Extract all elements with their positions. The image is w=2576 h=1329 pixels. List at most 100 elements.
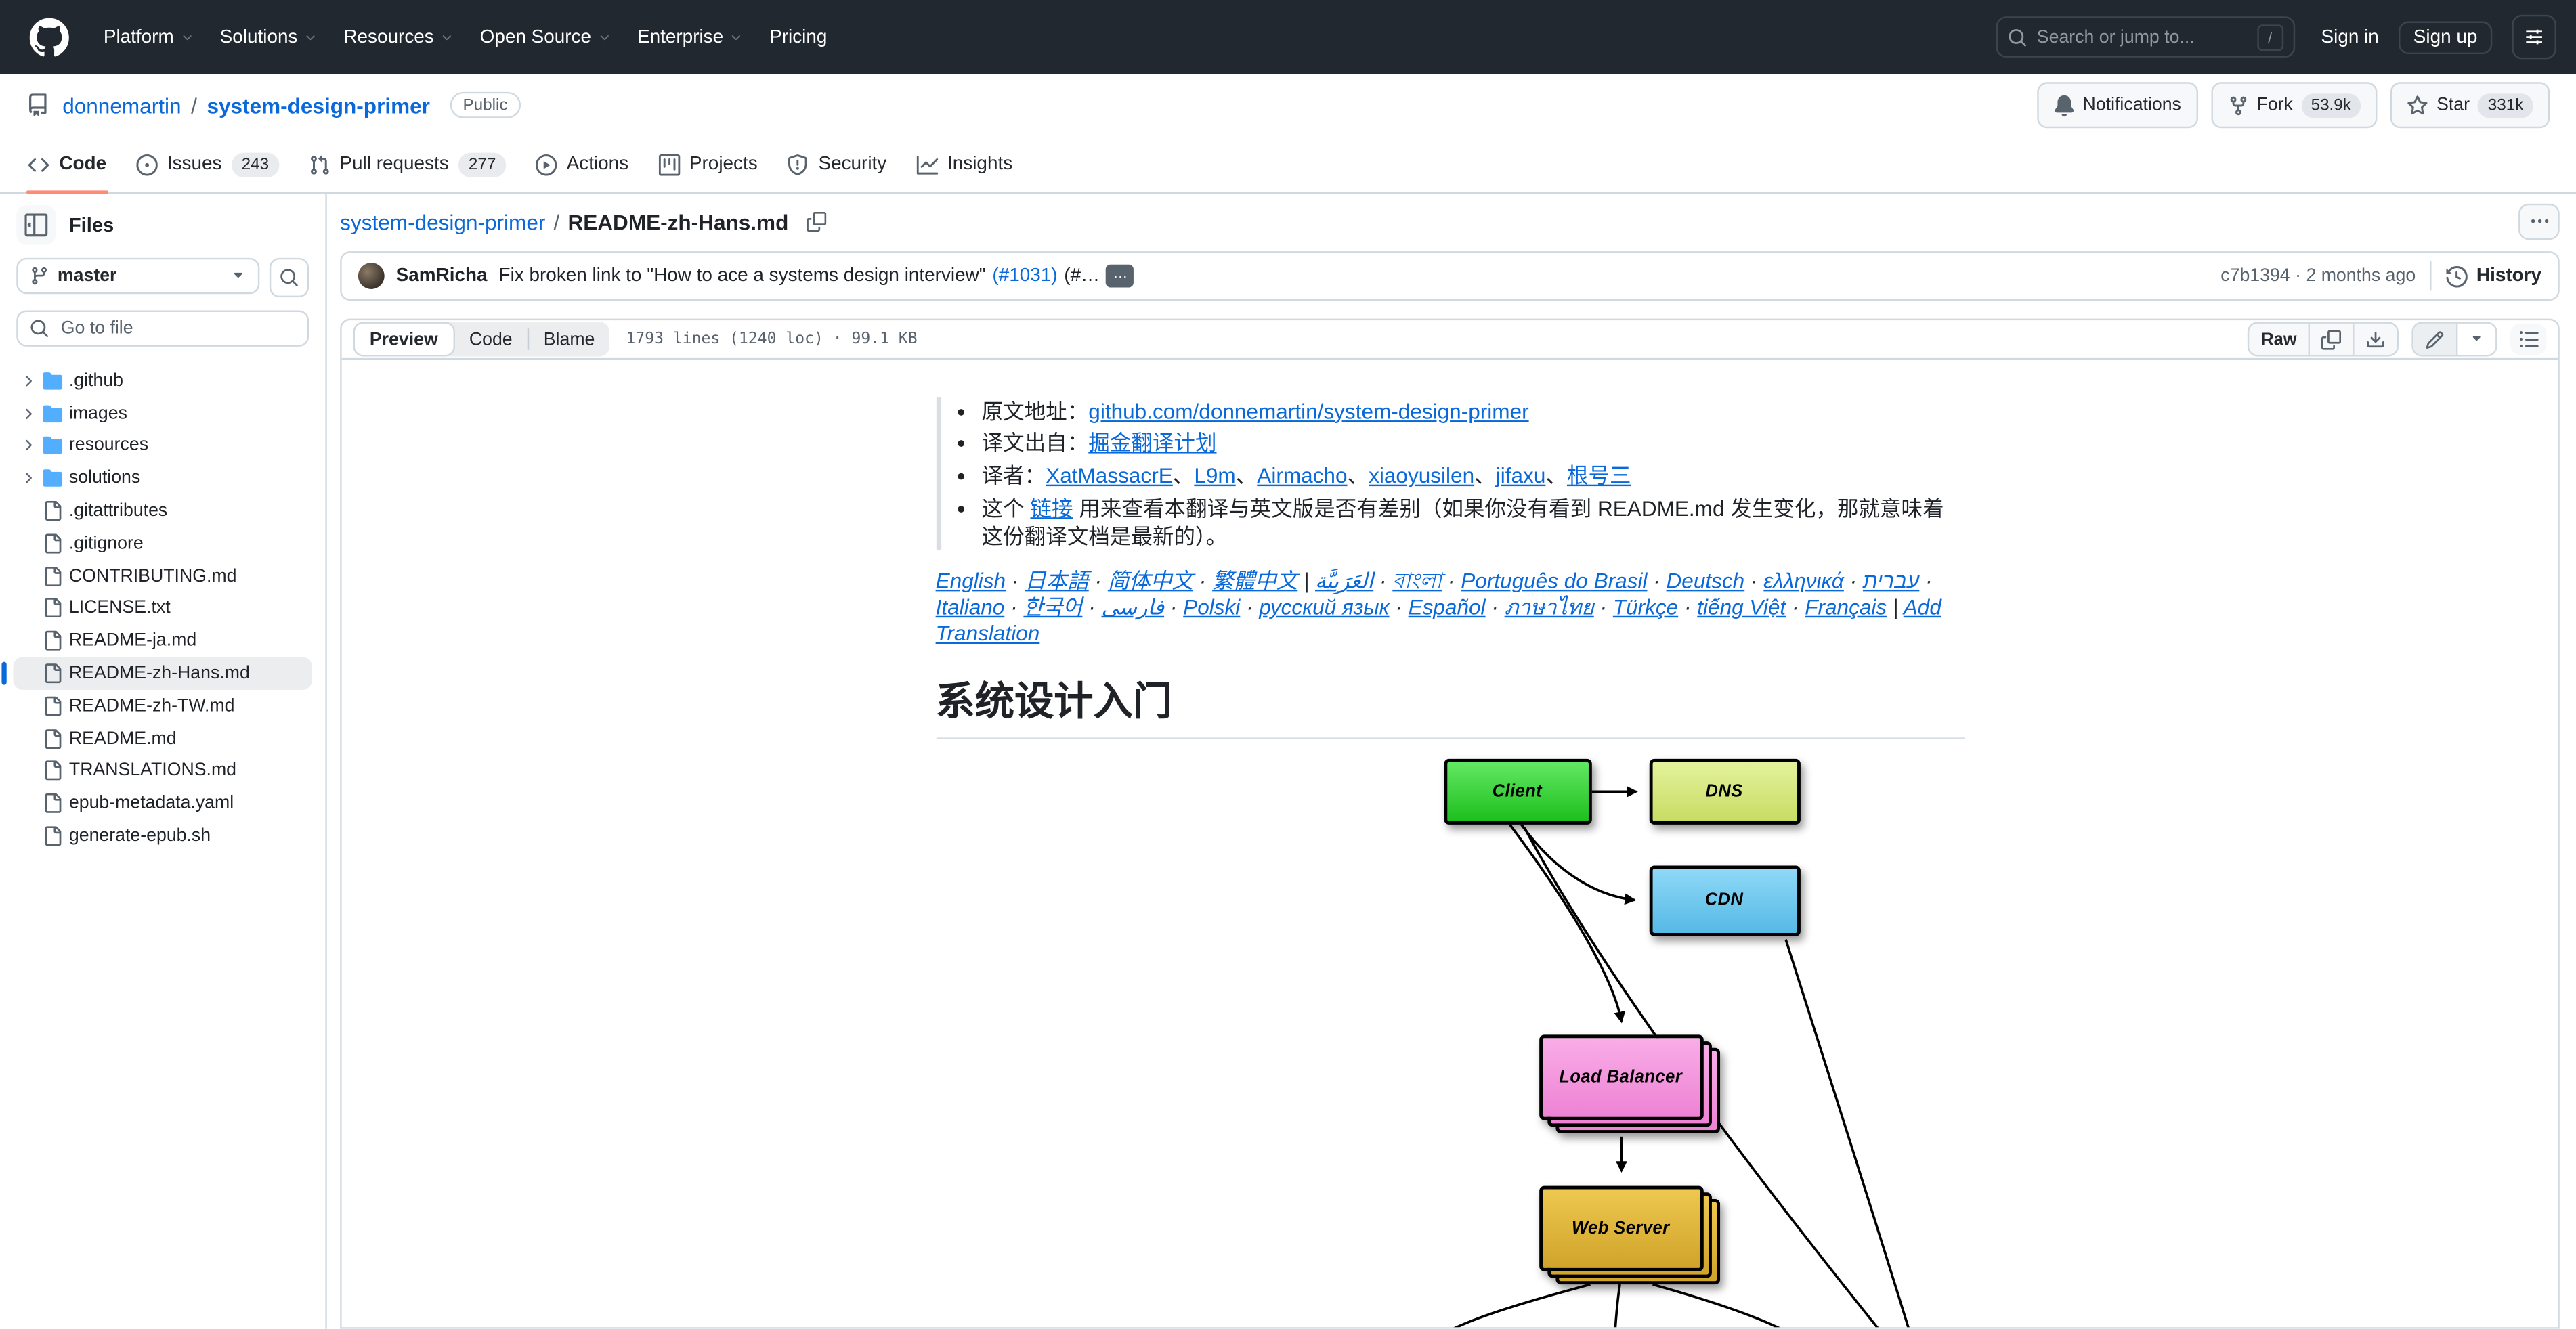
sign-in-link[interactable]: Sign in bbox=[2321, 27, 2379, 47]
commit-sha[interactable]: c7b1394 bbox=[2220, 266, 2290, 286]
tree-item-TRANSLATIONS.md[interactable]: TRANSLATIONS.md bbox=[13, 755, 312, 787]
go-to-file-input[interactable] bbox=[57, 317, 296, 341]
download-raw-button[interactable] bbox=[2353, 323, 2397, 355]
tab-actions[interactable]: Actions bbox=[521, 136, 643, 192]
header-search[interactable]: Search or jump to... / bbox=[1996, 16, 2295, 58]
breadcrumb-repo-link[interactable]: system-design-primer bbox=[340, 209, 546, 234]
commit-message-text[interactable]: Fix broken link to "How to ace a systems… bbox=[498, 266, 986, 286]
view-tab-blame[interactable]: Blame bbox=[543, 329, 595, 349]
language-link[interactable]: Polski bbox=[1183, 594, 1241, 620]
language-link[interactable]: tiếng Việt bbox=[1697, 594, 1786, 620]
edit-dropdown-button[interactable] bbox=[2455, 323, 2496, 355]
tab-code[interactable]: Code bbox=[13, 136, 121, 194]
tree-item-README-ja.md[interactable]: README-ja.md bbox=[13, 625, 312, 657]
commit-message-expand-button[interactable]: … bbox=[1106, 264, 1134, 288]
tab-security[interactable]: Security bbox=[773, 136, 902, 192]
files-sidebar: Files master .githubimagesresourcessolut… bbox=[0, 194, 327, 1329]
language-link[interactable]: עברית bbox=[1862, 569, 1920, 594]
sign-up-button[interactable]: Sign up bbox=[2398, 20, 2493, 53]
file-name: .gitattributes bbox=[68, 501, 168, 521]
tree-item-images[interactable]: images bbox=[13, 397, 312, 430]
diagram-box-label: Web Server bbox=[1571, 1219, 1670, 1239]
copy-path-icon[interactable] bbox=[807, 211, 827, 232]
tab-projects[interactable]: Projects bbox=[643, 136, 773, 192]
language-link[interactable]: Türkçe bbox=[1612, 594, 1679, 620]
view-tab-preview[interactable]: Preview bbox=[353, 322, 455, 357]
github-logo-icon[interactable] bbox=[29, 17, 69, 56]
language-link[interactable]: 简体中文 bbox=[1107, 569, 1194, 594]
language-link[interactable]: русский язык bbox=[1259, 594, 1390, 620]
branch-selector[interactable]: master bbox=[16, 257, 260, 295]
nav-item-platform[interactable]: Platform bbox=[92, 19, 205, 55]
nav-item-open-source[interactable]: Open Source bbox=[469, 19, 622, 55]
go-to-file-search[interactable] bbox=[16, 310, 309, 347]
language-link[interactable]: العَرَبِيَّة bbox=[1314, 569, 1374, 594]
language-link[interactable]: Português do Brasil bbox=[1461, 569, 1648, 594]
edit-file-button[interactable] bbox=[2413, 323, 2456, 355]
nav-item-pricing[interactable]: Pricing bbox=[758, 19, 838, 55]
avatar[interactable] bbox=[358, 263, 385, 289]
language-link[interactable]: Deutsch bbox=[1666, 569, 1745, 594]
nav-item-enterprise[interactable]: Enterprise bbox=[626, 19, 754, 55]
tree-item-resources[interactable]: resources bbox=[13, 430, 312, 462]
tree-item-.gitignore[interactable]: .gitignore bbox=[13, 527, 312, 560]
language-link[interactable]: 日本語 bbox=[1025, 569, 1089, 594]
copy-raw-button[interactable] bbox=[2308, 323, 2353, 355]
nav-item-solutions[interactable]: Solutions bbox=[209, 19, 329, 55]
language-link[interactable]: Italiano bbox=[935, 594, 1005, 620]
tree-item-CONTRIBUTING.md[interactable]: CONTRIBUTING.md bbox=[13, 560, 312, 592]
diff-link[interactable]: 链接 bbox=[1030, 496, 1073, 521]
translator-link[interactable]: xiaoyusilen bbox=[1369, 463, 1475, 488]
divider bbox=[527, 328, 529, 350]
file-options-button[interactable] bbox=[2518, 203, 2560, 240]
language-link[interactable]: Español bbox=[1408, 594, 1486, 620]
outline-button[interactable] bbox=[2510, 323, 2547, 355]
tree-item-README.md[interactable]: README.md bbox=[13, 722, 312, 755]
appearance-settings-button[interactable] bbox=[2512, 14, 2556, 60]
tree-item-README-zh-Hans.md[interactable]: README-zh-Hans.md bbox=[1, 657, 312, 690]
tree-item-generate-epub.sh[interactable]: generate-epub.sh bbox=[13, 820, 312, 852]
tree-item-LICENSE.txt[interactable]: LICENSE.txt bbox=[13, 592, 312, 625]
search-this-repo-button[interactable] bbox=[269, 257, 309, 298]
translator-link[interactable]: 根号三 bbox=[1566, 463, 1631, 488]
tree-item-README-zh-TW.md[interactable]: README-zh-TW.md bbox=[13, 690, 312, 722]
translator-link[interactable]: jifaxu bbox=[1495, 463, 1546, 488]
tree-item-.github[interactable]: .github bbox=[13, 365, 312, 397]
notifications-button[interactable]: Notifications bbox=[2036, 82, 2198, 129]
source-link[interactable]: github.com/donnemartin/system-design-pri… bbox=[1088, 398, 1529, 423]
language-link[interactable]: ελληνικά bbox=[1763, 569, 1844, 594]
language-link[interactable]: فارسی bbox=[1101, 594, 1165, 620]
translation-org-link[interactable]: 掘金翻译计划 bbox=[1088, 431, 1217, 456]
translator-link[interactable]: L9m bbox=[1194, 463, 1236, 488]
language-link[interactable]: Français bbox=[1805, 594, 1887, 620]
tree-item-epub-metadata.yaml[interactable]: epub-metadata.yaml bbox=[13, 787, 312, 820]
tree-item-.gitattributes[interactable]: .gitattributes bbox=[13, 495, 312, 527]
nav-item-label: Pricing bbox=[769, 27, 828, 47]
separator: 、 bbox=[1474, 463, 1496, 488]
star-button[interactable]: Star 331k bbox=[2390, 82, 2550, 129]
language-link[interactable]: বাংলা bbox=[1392, 569, 1442, 594]
repo-name-link[interactable]: system-design-primer bbox=[207, 93, 430, 118]
collapse-sidebar-button[interactable] bbox=[16, 205, 56, 245]
language-link[interactable]: English bbox=[935, 569, 1006, 594]
fork-button[interactable]: Fork 53.9k bbox=[2210, 82, 2378, 129]
view-tab-code[interactable]: Code bbox=[469, 329, 513, 349]
star-label: Star bbox=[2437, 95, 2470, 115]
raw-button[interactable]: Raw bbox=[2261, 329, 2297, 349]
commit-author[interactable]: SamRicha bbox=[395, 266, 488, 286]
commit-pr-link[interactable]: (#1031) bbox=[992, 266, 1058, 286]
nav-item-resources[interactable]: Resources bbox=[332, 19, 465, 55]
translator-link[interactable]: Airmacho bbox=[1257, 463, 1348, 488]
history-button[interactable]: History bbox=[2447, 265, 2541, 287]
language-link[interactable]: 繁體中文 bbox=[1212, 569, 1298, 594]
language-link[interactable]: Add Translation bbox=[935, 594, 1941, 646]
tree-item-solutions[interactable]: solutions bbox=[13, 462, 312, 495]
language-link[interactable]: 한국어 bbox=[1023, 594, 1083, 620]
translator-link[interactable]: XatMassacrE bbox=[1046, 463, 1173, 488]
language-link[interactable]: ภาษาไทย bbox=[1504, 594, 1594, 620]
repo-owner-link[interactable]: donnemartin bbox=[62, 93, 181, 118]
tab-insights[interactable]: Insights bbox=[901, 136, 1027, 192]
